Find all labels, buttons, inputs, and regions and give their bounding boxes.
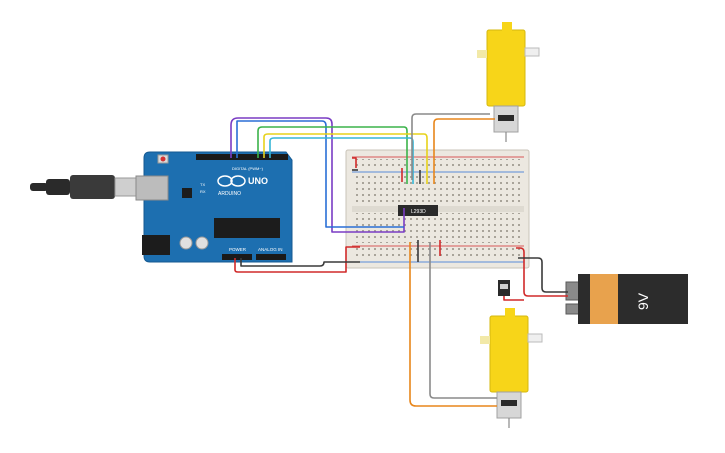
- wire-cyan[interactable]: [269, 137, 414, 184]
- power-header: [222, 254, 252, 260]
- usb-cable: [30, 175, 138, 199]
- wire-grey-top-motor[interactable]: [411, 113, 490, 180]
- wire-red-switch[interactable]: [503, 296, 524, 301]
- arduino-model-label: UNO: [248, 176, 268, 186]
- wire-red-rail-top[interactable]: [352, 157, 357, 168]
- wire-black-battery[interactable]: [518, 257, 568, 293]
- arduino-logo-icon: [217, 175, 246, 187]
- battery-label: 9V: [635, 292, 651, 310]
- usb-port: [135, 175, 169, 201]
- motor-bottom[interactable]: [480, 308, 543, 428]
- analog-label: ANALOG IN: [258, 247, 283, 252]
- tx-label: TX: [200, 182, 205, 187]
- wire-blue[interactable]: [236, 120, 404, 228]
- digital-header-label: DIGITAL (PWM~): [232, 166, 264, 171]
- rx-label: RX: [200, 189, 206, 194]
- digital-header: [196, 154, 288, 160]
- wire-green[interactable]: [257, 126, 408, 184]
- capacitor-1: [179, 236, 193, 250]
- atmega-chip: [214, 218, 280, 238]
- arduino-brand-label: ARDUINO: [218, 191, 241, 197]
- power-switch[interactable]: [498, 280, 510, 296]
- wire-black-arduino-gnd[interactable]: [240, 258, 360, 267]
- wire-orange-top-motor[interactable]: [433, 118, 495, 184]
- wire-red-battery[interactable]: [516, 247, 568, 297]
- usb-chip: [182, 188, 192, 198]
- wire-red-arduino-5v[interactable]: [234, 246, 360, 273]
- l293d-driver-ic[interactable]: L293D: [398, 205, 438, 216]
- battery-9v[interactable]: 9V: [565, 274, 688, 324]
- arduino-uno-board[interactable]: ARDUINO UNO DIGITAL (PWM~) POWER ANALOG …: [135, 151, 293, 263]
- analog-header: [256, 254, 286, 260]
- wire-yellow[interactable]: [263, 133, 428, 184]
- capacitor-2: [195, 236, 209, 250]
- motor-top[interactable]: [477, 22, 540, 142]
- wire-grey-bottom-motor[interactable]: [429, 242, 497, 399]
- driver-ic-label: L293D: [411, 209, 426, 215]
- dc-jack: [142, 235, 170, 255]
- power-label: POWER: [229, 247, 247, 252]
- wire-orange-bottom-motor[interactable]: [409, 242, 497, 407]
- wire-purple[interactable]: [230, 117, 405, 233]
